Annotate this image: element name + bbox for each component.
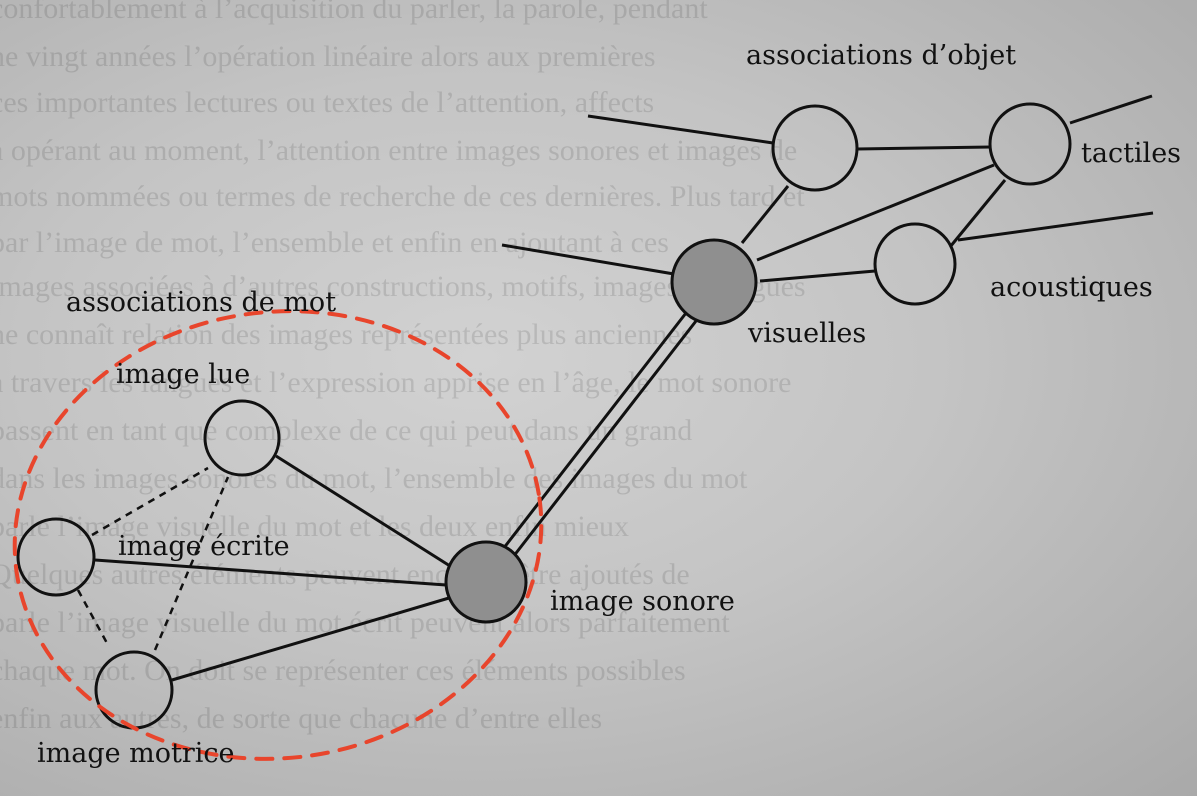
label-sound-image: image sonore xyxy=(550,586,735,617)
bleed-line: Quelques autres éléments peuvent encore … xyxy=(0,558,690,591)
node-motor-image xyxy=(94,650,174,730)
highlight-ring xyxy=(12,309,544,761)
bleed-line: mots nommées ou termes de recherche de c… xyxy=(0,180,805,213)
label-object-associations: associations d’objet xyxy=(746,40,1016,71)
bleed-line: confortablement à l’acquisition du parle… xyxy=(0,0,708,25)
bleed-line: ces importantes lectures ou textes de l’… xyxy=(0,86,654,119)
edge-visual-outward-left xyxy=(501,243,675,276)
edge-written-sound xyxy=(94,558,447,587)
edge-read-sound xyxy=(275,454,451,568)
node-written-image xyxy=(16,517,96,597)
edge-top-tactile xyxy=(856,145,992,151)
bleed-line: chaque mot. On doit se représenter ces é… xyxy=(0,654,686,687)
bleed-line: à opérant au moment, l’attention entre i… xyxy=(0,134,797,167)
edge-visual-tactile xyxy=(756,163,995,262)
node-tactile xyxy=(988,102,1072,186)
label-written-image: image écrite xyxy=(118,531,290,562)
bleed-line: à travers les langues et l’expression ap… xyxy=(0,366,791,399)
node-object-top xyxy=(771,104,859,192)
link-line-b xyxy=(511,320,698,558)
label-read-image: image lue xyxy=(116,359,250,390)
label-word-associations: associations de mot xyxy=(66,287,336,318)
node-visual xyxy=(670,238,758,326)
label-motor-image: image motrice xyxy=(37,738,235,769)
edge-visual-acoustic xyxy=(759,269,876,283)
edge-acoustic-outward xyxy=(957,211,1154,242)
edge-tactile-outward xyxy=(1069,94,1153,125)
edge-top-outward-left xyxy=(587,114,774,145)
node-acoustic xyxy=(873,222,957,306)
edge-acoustic-tactile xyxy=(948,179,1007,248)
label-acoustic: acoustiques xyxy=(990,272,1153,303)
node-read-image xyxy=(203,399,281,477)
bleed-line: ne vingt années l’opération linéaire alo… xyxy=(0,40,656,73)
edge-visual-top xyxy=(740,185,790,244)
label-visual: visuelles xyxy=(747,318,866,349)
edge-motor-sound xyxy=(171,596,450,682)
node-sound-image xyxy=(444,540,528,624)
link-line-a xyxy=(501,312,688,550)
bleed-line: ne connaît relation des images représent… xyxy=(0,318,692,351)
edge-written-read xyxy=(91,466,209,537)
bleed-line: dans les images sonores du mot, l’ensemb… xyxy=(0,462,748,495)
edge-written-motor xyxy=(76,589,110,646)
bleed-line: passent en tant que complexe de ce qui p… xyxy=(0,414,692,447)
label-tactile: tactiles xyxy=(1081,138,1181,169)
edge-motor-read xyxy=(153,476,230,651)
